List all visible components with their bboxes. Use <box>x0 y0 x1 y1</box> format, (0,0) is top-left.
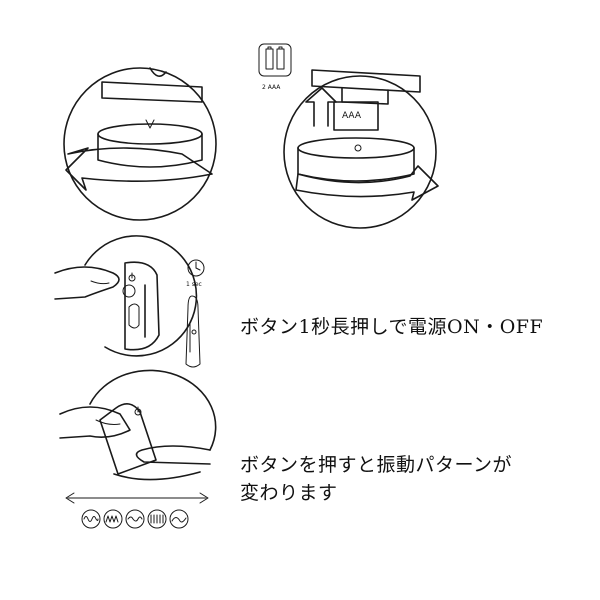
unscrew-cap-illustration <box>63 67 217 221</box>
battery-compartment-label: AAA <box>342 111 361 121</box>
vibration-pattern-icons <box>81 509 189 529</box>
device-outline <box>185 295 201 368</box>
pattern-instruction-line-2: 変わります <box>240 482 338 504</box>
change-pattern-illustration <box>59 369 217 481</box>
timer-icon <box>187 259 205 277</box>
battery-label: 2 AAA <box>262 84 281 91</box>
insert-battery-illustration <box>283 69 439 229</box>
battery-icon <box>258 43 292 77</box>
timer-label: 1 sec <box>186 281 202 288</box>
press-hold-illustration <box>54 235 198 357</box>
cycle-arrow <box>65 492 209 504</box>
power-instruction-text: ボタン1秒長押しで電源ON・OFF <box>240 316 544 338</box>
pattern-instruction-line-1: ボタンを押すと振動パターンが <box>240 454 513 476</box>
